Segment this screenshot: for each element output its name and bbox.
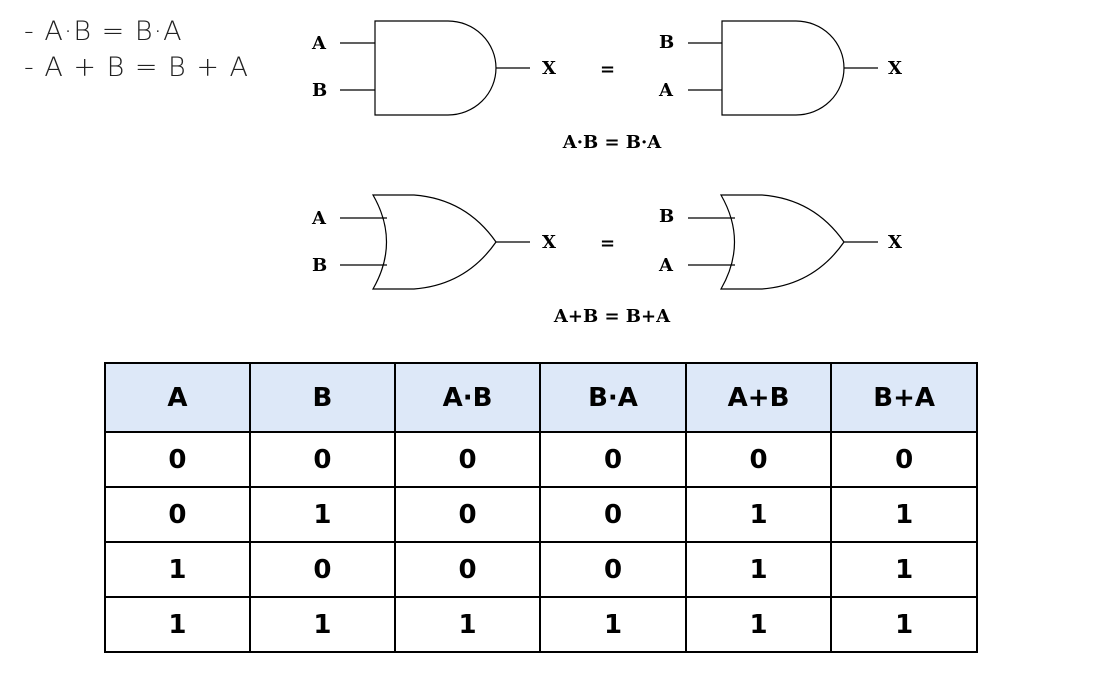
- table-cell: 0: [104, 486, 251, 543]
- table-cell: 1: [830, 596, 978, 653]
- table-cell: 1: [393, 596, 542, 653]
- law-or: - A + B = B + A: [24, 52, 249, 83]
- truth-table: A B A·B B·A A+B B+A 0 0 0 0 0 0 0 1 0 0 …: [104, 362, 978, 653]
- table-cell: 0: [684, 431, 833, 488]
- and-right-input-b-label: B: [659, 32, 674, 53]
- header-b-or-a: B+A: [830, 362, 978, 433]
- or-right-output-label: X: [888, 232, 902, 253]
- header-a-or-b: A+B: [684, 362, 833, 433]
- and-left-input-a-label: A: [311, 33, 327, 54]
- table-cell: 1: [104, 596, 251, 653]
- or-gate-body: [371, 194, 497, 290]
- and-left-input-b-label: B: [312, 80, 327, 101]
- or-caption: A+B = B+A: [553, 306, 671, 327]
- table-cell: 1: [539, 596, 687, 653]
- table-cell: 1: [248, 486, 396, 543]
- table-cell: 1: [104, 541, 251, 598]
- gate-diagrams: A B X = B A X A·B = B·A A B X = B A X A+…: [311, 20, 902, 327]
- table-row: 0 1 0 0 1 1: [104, 486, 978, 543]
- or-right-input-a-label: A: [658, 255, 674, 276]
- or-gate-right: B A X: [658, 194, 902, 290]
- and-right-input-a-label: A: [658, 80, 674, 101]
- table-row: 0 0 0 0 0 0: [104, 431, 978, 488]
- law-and: - A·B = B·A: [24, 16, 183, 47]
- table-cell: 0: [104, 431, 251, 488]
- table-cell: 0: [393, 431, 542, 488]
- table-cell: 0: [539, 431, 687, 488]
- table-row: 1 1 1 1 1 1: [104, 596, 978, 653]
- header-b-and-a: B·A: [539, 362, 687, 433]
- or-equals-sign: =: [600, 233, 615, 254]
- or-gate-body: [719, 194, 845, 290]
- header-b: B: [248, 362, 396, 433]
- and-gate-left: A B X: [311, 20, 556, 116]
- table-cell: 1: [684, 541, 833, 598]
- or-left-input-a-label: A: [311, 208, 327, 229]
- and-gate-right: B A X: [658, 20, 902, 116]
- table-cell: 0: [248, 541, 396, 598]
- header-a-and-b: A·B: [393, 362, 542, 433]
- truth-table-header-row: A B A·B B·A A+B B+A: [104, 362, 978, 433]
- table-row: 1 0 0 0 1 1: [104, 541, 978, 598]
- and-gate-body: [374, 20, 497, 116]
- table-cell: 0: [830, 431, 978, 488]
- and-gate-body: [721, 20, 845, 116]
- table-cell: 1: [684, 596, 833, 653]
- or-right-input-b-label: B: [659, 206, 674, 227]
- and-caption: A·B = B·A: [562, 132, 663, 153]
- table-cell: 0: [539, 541, 687, 598]
- table-cell: 0: [539, 486, 687, 543]
- table-cell: 1: [830, 486, 978, 543]
- table-cell: 0: [248, 431, 396, 488]
- table-cell: 0: [393, 486, 542, 543]
- table-cell: 1: [830, 541, 978, 598]
- table-cell: 0: [393, 541, 542, 598]
- and-right-output-label: X: [888, 58, 902, 79]
- or-gate-left: A B X: [311, 194, 556, 290]
- or-left-output-label: X: [542, 232, 556, 253]
- header-a: A: [104, 362, 251, 433]
- table-cell: 1: [684, 486, 833, 543]
- and-left-output-label: X: [542, 58, 556, 79]
- table-cell: 1: [248, 596, 396, 653]
- commutative-laws: - A·B = B·A - A + B = B + A: [24, 14, 249, 86]
- and-equals-sign: =: [600, 59, 615, 80]
- or-left-input-b-label: B: [312, 255, 327, 276]
